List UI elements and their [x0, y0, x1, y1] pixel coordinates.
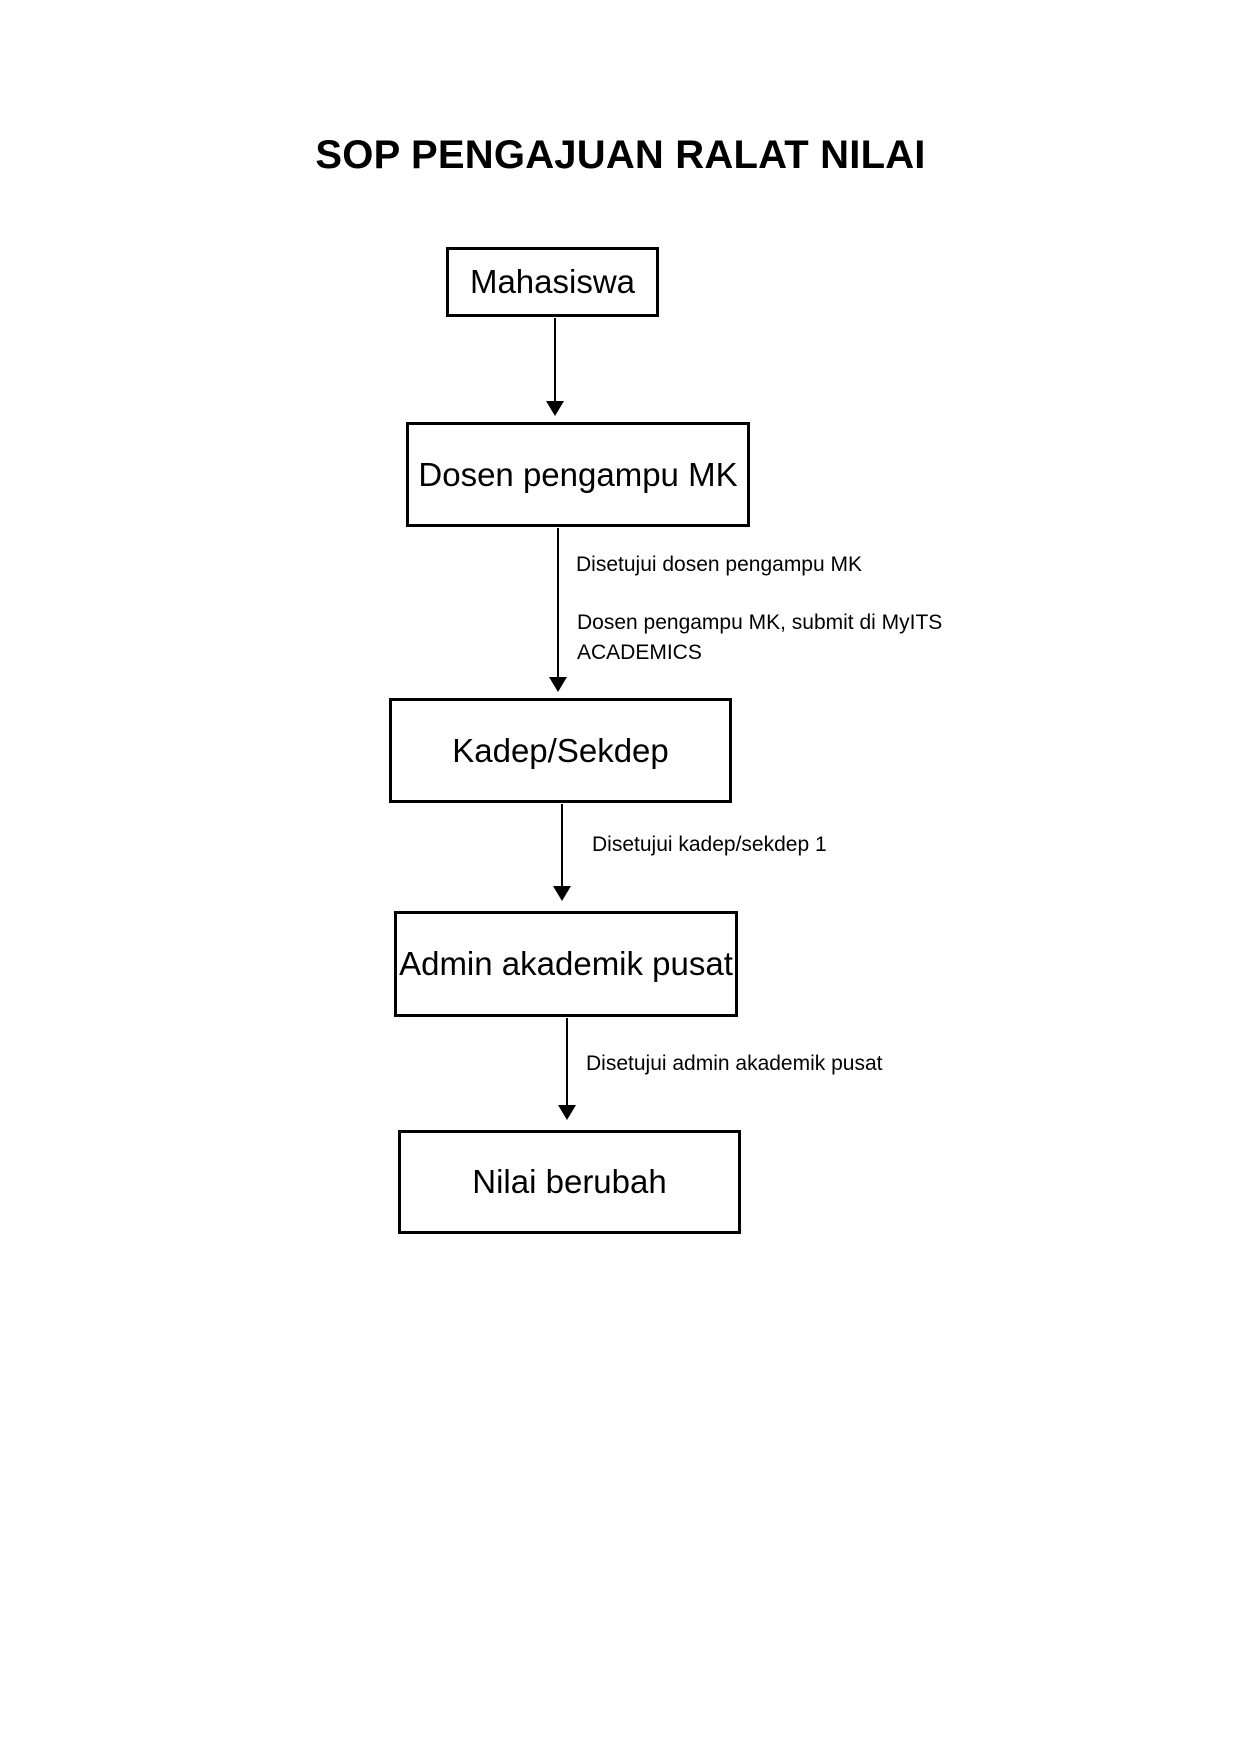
edge-label-disetujui-dosen: Disetujui dosen pengampu MK	[576, 553, 863, 576]
flow-node-admin-akademik-pusat: Admin akademik pusat	[394, 911, 738, 1017]
flow-node-kadep-sekdep: Kadep/Sekdep	[389, 698, 732, 803]
arrow-head-icon	[549, 677, 567, 692]
connector-dosen-to-kadep	[557, 528, 559, 680]
flow-node-dosen-pengampu-mk: Dosen pengampu MK	[406, 422, 750, 527]
flow-node-label: Admin akademik pusat	[399, 945, 733, 983]
page-title: SOP PENGAJUAN RALAT NILAI	[315, 133, 926, 177]
connector-mahasiswa-to-dosen	[554, 318, 556, 404]
edge-label-disetujui-kadep: Disetujui kadep/sekdep 1	[592, 833, 827, 856]
arrow-head-icon	[558, 1105, 576, 1120]
connector-kadep-to-admin	[561, 804, 563, 889]
flow-node-label: Nilai berubah	[472, 1163, 667, 1201]
flow-node-nilai-berubah: Nilai berubah	[398, 1130, 741, 1234]
connector-admin-to-nilai	[566, 1018, 568, 1108]
edge-label-submit-myits: Dosen pengampu MK, submit di MyITS ACADE…	[577, 611, 943, 664]
flow-node-label: Mahasiswa	[469, 263, 636, 301]
edge-label-disetujui-admin: Disetujui admin akademik pusat	[586, 1052, 883, 1075]
flow-node-label: Kadep/Sekdep	[452, 731, 669, 769]
flow-node-mahasiswa: Mahasiswa	[446, 247, 659, 317]
arrow-head-icon	[546, 401, 564, 416]
flow-node-label: Dosen pengampu MK	[418, 455, 738, 493]
arrow-head-icon	[553, 886, 571, 901]
